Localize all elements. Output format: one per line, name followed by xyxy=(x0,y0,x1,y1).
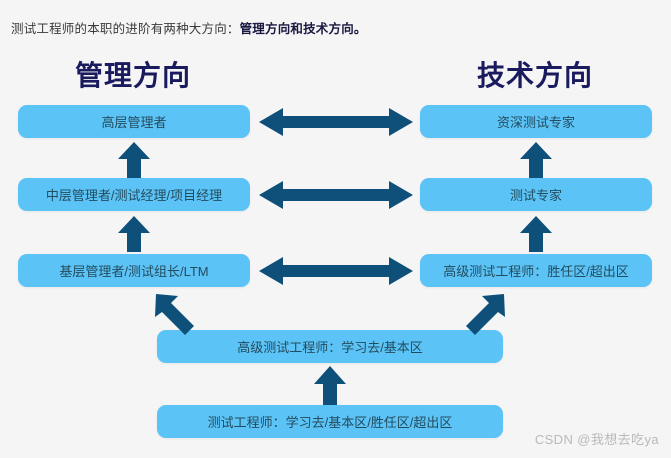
box-shared-engineer[interactable]: 测试工程师：学习去/基本区/胜任区/超出区 xyxy=(157,405,503,438)
arrow-diagonal-up-right-to-technical xyxy=(462,290,508,336)
box-management-senior[interactable]: 高层管理者 xyxy=(18,105,250,138)
arrow-up-technical-expert-to-senior xyxy=(516,140,556,180)
arrow-bidirectional-row2 xyxy=(257,177,415,213)
intro-text: 测试工程师的本职的进阶有两种大方向：管理方向和技术方向。 xyxy=(11,18,367,37)
box-technical-senior-expert[interactable]: 资深测试专家 xyxy=(420,105,652,138)
column-title-technical: 技术方向 xyxy=(476,60,593,91)
column-title-management: 管理方向 xyxy=(74,60,191,91)
box-management-middle[interactable]: 中层管理者/测试经理/项目经理 xyxy=(18,178,250,211)
arrow-up-technical-advanced-to-expert xyxy=(516,214,556,254)
intro-normal: 测试工程师的本职的进阶有两种大方向： xyxy=(11,22,240,36)
arrow-bidirectional-row3 xyxy=(257,253,415,289)
intro-bold: 管理方向和技术方向。 xyxy=(239,22,367,36)
box-shared-advanced-engineer[interactable]: 高级测试工程师：学习去/基本区 xyxy=(157,330,503,363)
box-technical-advanced-engineer[interactable]: 高级测试工程师：胜任区/超出区 xyxy=(420,254,652,287)
arrow-bidirectional-row1 xyxy=(257,104,415,140)
arrow-diagonal-up-left-to-management xyxy=(152,290,198,336)
box-technical-expert[interactable]: 测试专家 xyxy=(420,178,652,211)
watermark-text: CSDN @我想去吃ya xyxy=(534,432,659,447)
box-management-junior[interactable]: 基层管理者/测试组长/LTM xyxy=(18,254,250,287)
arrow-up-management-middle-to-senior xyxy=(114,140,154,180)
arrow-up-engineer-to-advanced-engineer xyxy=(310,364,350,405)
arrow-up-management-junior-to-middle xyxy=(114,214,154,254)
